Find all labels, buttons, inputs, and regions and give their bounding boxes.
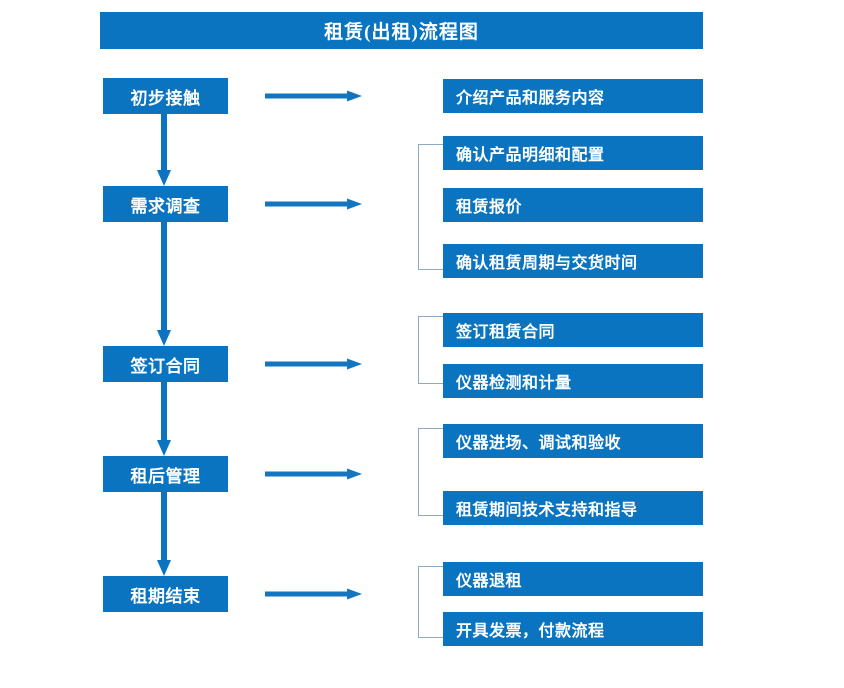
detail-box-8[interactable]: 租赁期间技术支持和指导	[443, 491, 703, 525]
stage-box-4[interactable]: 租后管理	[103, 456, 228, 492]
detail-box-3[interactable]: 租赁报价	[443, 188, 703, 222]
stage-box-2[interactable]: 需求调查	[103, 186, 228, 222]
group-bracket-2	[418, 144, 444, 270]
diagram-title: 租赁(出租)流程图	[100, 12, 703, 49]
down-arrow-icon-2	[157, 222, 171, 346]
group-bracket-4	[418, 428, 444, 516]
detail-box-5[interactable]: 签订租赁合同	[443, 313, 703, 347]
group-bracket-3	[418, 316, 444, 384]
down-arrow-icon-1	[157, 114, 171, 186]
right-arrow-icon-5	[265, 588, 362, 600]
detail-box-10[interactable]: 开具发票，付款流程	[443, 612, 703, 646]
right-arrow-icon-1	[265, 90, 362, 102]
group-bracket-5	[418, 566, 444, 638]
detail-box-6[interactable]: 仪器检测和计量	[443, 364, 703, 398]
stage-box-1[interactable]: 初步接触	[103, 78, 228, 114]
detail-box-2[interactable]: 确认产品明细和配置	[443, 136, 703, 170]
down-arrow-icon-4	[157, 492, 171, 576]
detail-box-9[interactable]: 仪器退租	[443, 562, 703, 596]
detail-box-7[interactable]: 仪器进场、调试和验收	[443, 424, 703, 458]
down-arrow-icon-3	[157, 382, 171, 456]
right-arrow-icon-3	[265, 358, 362, 370]
stage-box-5[interactable]: 租期结束	[103, 576, 228, 612]
right-arrow-icon-4	[265, 468, 362, 480]
detail-box-1[interactable]: 介绍产品和服务内容	[443, 79, 703, 113]
stage-box-3[interactable]: 签订合同	[103, 346, 228, 382]
detail-box-4[interactable]: 确认租赁周期与交货时间	[443, 244, 703, 278]
right-arrow-icon-2	[265, 198, 362, 210]
